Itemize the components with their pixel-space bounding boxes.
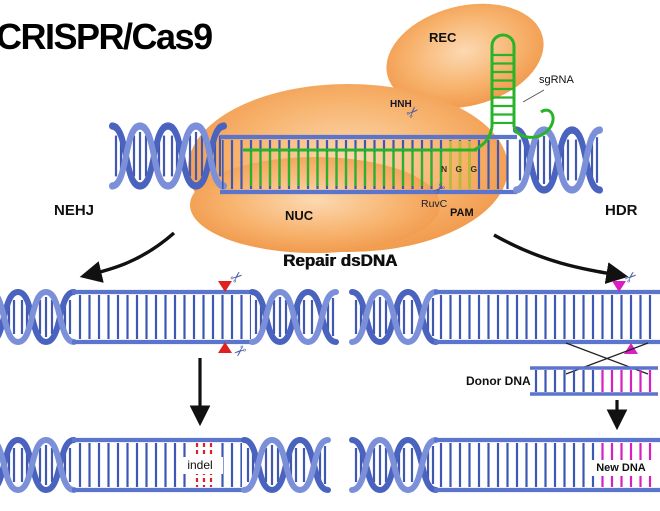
top-dna (112, 126, 600, 195)
ngg-sequence-label: N G G (441, 164, 481, 174)
pathway-arrows (79, 231, 629, 431)
sgrna-label: sgRNA (539, 74, 574, 86)
donor-dna (530, 366, 658, 396)
sgrna-hairpin (473, 33, 555, 152)
hnh-domain-label: HNH (390, 99, 412, 110)
pam-label: PAM (450, 207, 474, 219)
sgrna-leader-line (522, 89, 545, 103)
indel-dna (0, 440, 328, 490)
donor-insert-rungs (600, 370, 654, 392)
cas9-protein-blob (188, 3, 544, 253)
hdr-arrow (493, 233, 629, 284)
cut-marker-magenta-bottom (624, 343, 638, 354)
hdr-cut-dna (352, 281, 660, 375)
cut-marker-magenta-top (612, 281, 626, 292)
nhej-pathway-label: NEHJ (54, 202, 95, 219)
cut-marker-red-bottom (218, 342, 232, 353)
new-dna-result (352, 440, 660, 490)
donor-dna-label: Donor DNA (466, 374, 531, 388)
nhej-arrow (79, 231, 176, 283)
new-dna-label: New DNA (589, 460, 653, 476)
cut-marker-red-top (218, 281, 232, 292)
hdr-pathway-label: HDR (605, 202, 638, 219)
rec-domain-label: REC (429, 30, 457, 45)
indel-label: indel (177, 457, 223, 474)
ruvc-domain-label: RuvC (421, 198, 448, 210)
sgrna-pairing-rungs (244, 152, 444, 186)
page-title: CRISPR/Cas9 (0, 16, 213, 57)
nhej-cut-dna (0, 281, 336, 353)
nuc-domain-label: NUC (285, 208, 314, 223)
repair-dsdna-label: Repair dsDNA (282, 251, 398, 270)
